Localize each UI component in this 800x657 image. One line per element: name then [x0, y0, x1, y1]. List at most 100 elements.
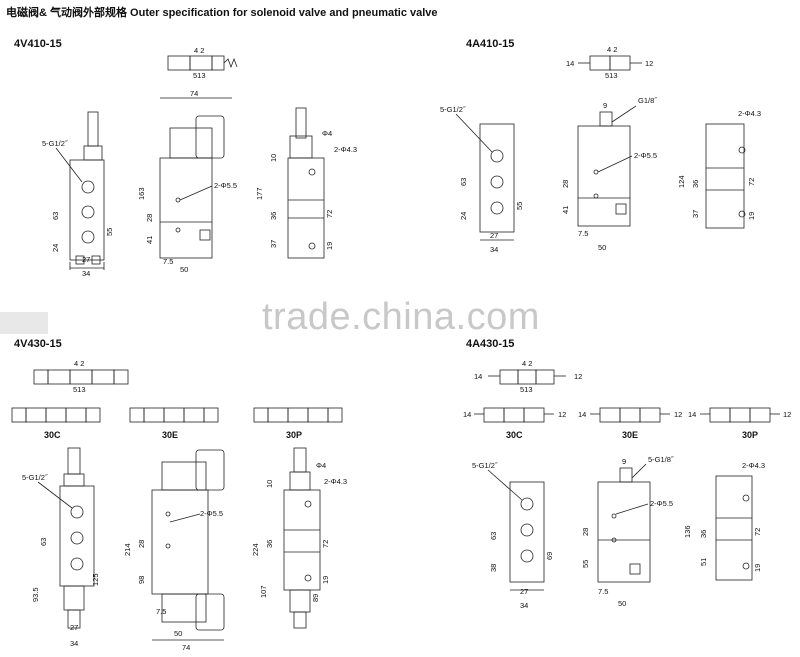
- front-view-4v410: 5-G1/2˝ 63 24 55 27 34: [42, 111, 114, 278]
- dim-38: 38: [489, 564, 498, 572]
- dim-28: 28: [145, 214, 154, 222]
- dim-72: 72: [753, 528, 762, 536]
- phi4-label: Φ4: [322, 129, 332, 138]
- hole-label: 2-Φ5.5: [200, 509, 223, 518]
- port-label: 5-G1/2˝: [472, 461, 498, 470]
- dim-63: 63: [489, 532, 498, 540]
- port-label: 5-G1/2˝: [42, 139, 68, 148]
- side-view-4v410: 74 163 28 41 2-Φ5.5 7.5 50: [137, 89, 237, 274]
- dim-27: 27: [70, 623, 78, 632]
- variant-30p: 30P: [286, 430, 302, 440]
- phi43-label: 2-Φ4.3: [334, 145, 357, 154]
- dim-28: 28: [137, 540, 146, 548]
- dim-63: 63: [39, 538, 48, 546]
- dim-89: 89: [311, 594, 320, 602]
- phi43-label: 2-Φ4.3: [742, 461, 765, 470]
- symbol-top-label: 4 2: [522, 359, 532, 368]
- watermark-bar-left: [0, 312, 48, 334]
- dim-37: 37: [269, 240, 278, 248]
- hole-label: 2-Φ5.5: [634, 151, 657, 160]
- dim-36: 36: [691, 180, 700, 188]
- dim-124: 124: [677, 175, 686, 188]
- side-view-4a410: 9 G1/8˝ 2-Φ5.5 28 41 7.5 50: [561, 96, 657, 252]
- front-view-4a430: 5-G1/2˝ 63 38 69 27 34: [472, 461, 554, 610]
- symbol-left-label: 14: [474, 372, 482, 381]
- dim-24: 24: [459, 212, 468, 220]
- front-view-4v430: 5-G1/2˝ 63 93.5 125 27 34: [22, 447, 100, 648]
- dim-36: 36: [269, 212, 278, 220]
- right-view-4v410: 177 Φ4 2-Φ4.3 10 36 72 37 19: [255, 107, 357, 259]
- right-view-4a410: 2-Φ4.3 124 36 72 37 19: [677, 109, 761, 229]
- model-label-4v430: 4V430-15: [14, 338, 62, 350]
- dim-74: 74: [182, 643, 190, 652]
- drawing-4v430: 5-G1/2˝ 63 93.5 125 27 34 2-Φ5.5 214 28 …: [22, 447, 347, 652]
- symbol-left-label: 14: [688, 410, 696, 419]
- dim-163: 163: [137, 187, 146, 200]
- phi4-label: Φ4: [316, 461, 326, 470]
- dim-72: 72: [747, 178, 756, 186]
- pilot-label: 5-G1/8˝: [648, 455, 674, 464]
- dim-50: 50: [598, 243, 606, 252]
- dim-63: 63: [51, 212, 60, 220]
- dim-74: 74: [190, 89, 198, 98]
- dim-7-5: 7.5: [156, 607, 166, 616]
- page-title: 电磁阀& 气动阀外部规格 Outer specification for sol…: [6, 7, 438, 19]
- dim-24: 24: [51, 244, 60, 252]
- dim-19: 19: [747, 212, 756, 220]
- dim-37: 37: [691, 210, 700, 218]
- dim-7-5: 7.5: [598, 587, 608, 596]
- phi43-label: 2-Φ4.3: [738, 109, 761, 118]
- dim-7-5: 7.5: [163, 257, 173, 266]
- dim-34: 34: [490, 245, 498, 254]
- dim-27: 27: [82, 255, 90, 264]
- dim-19: 19: [325, 242, 334, 250]
- symbol-right-label: 12: [558, 410, 566, 419]
- side-view-4a430: 9 5-G1/8˝ 2-Φ5.5 28 55 7.5 50: [581, 455, 674, 608]
- dim-10: 10: [269, 154, 278, 162]
- symbols-4v430: 4 2 513 30C 30E 30P: [11, 359, 343, 440]
- symbol-right-label: 12: [783, 410, 791, 419]
- dim-50: 50: [618, 599, 626, 608]
- dim-214: 214: [123, 543, 132, 556]
- dim-10: 10: [265, 480, 274, 488]
- dim-69: 69: [545, 552, 554, 560]
- dim-41: 41: [561, 206, 570, 214]
- symbol-top-label: 4 2: [607, 45, 617, 54]
- variant-30e: 30E: [162, 430, 178, 440]
- watermark: trade.china.com: [262, 296, 540, 338]
- symbol-left-label: 14: [578, 410, 586, 419]
- symbol-left-label: 14: [566, 59, 574, 68]
- variant-30e: 30E: [622, 430, 638, 440]
- dim-41: 41: [145, 236, 154, 244]
- drawing-4a430: 5-G1/2˝ 63 38 69 27 34 9 5-G1/8˝ 2-Φ5.5 …: [472, 455, 765, 610]
- right-view-4v430: Φ4 2-Φ4.3 10 224 36 72 107 89 19: [251, 447, 347, 629]
- symbol-right-label: 12: [674, 410, 682, 419]
- dim-9: 9: [603, 101, 607, 110]
- symbol-right-label: 12: [645, 59, 653, 68]
- dim-34: 34: [70, 639, 78, 648]
- variant-30c: 30C: [506, 430, 523, 440]
- drawing-4a410: 14 12 4 2 513 5-G1/2˝ 63 24 55 27 34 9 G…: [440, 45, 761, 254]
- phi43-label: 2-Φ4.3: [324, 477, 347, 486]
- symbol-top-label: 4 2: [194, 46, 204, 55]
- dim-63: 63: [459, 178, 468, 186]
- right-view-4a430: 2-Φ4.3 136 36 72 51 19: [683, 461, 765, 581]
- dim-36: 36: [265, 540, 274, 548]
- dim-72: 72: [325, 210, 334, 218]
- dim-19: 19: [753, 564, 762, 572]
- dim-34: 34: [82, 269, 90, 278]
- port-label: 5-G1/2˝: [440, 105, 466, 114]
- dim-9: 9: [622, 457, 626, 466]
- variant-30c: 30C: [44, 430, 61, 440]
- front-view-4a410: 5-G1/2˝ 63 24 55 27 34: [440, 105, 524, 254]
- dim-125: 125: [91, 573, 100, 586]
- symbol-bottom-label: 513: [73, 385, 86, 394]
- dim-224: 224: [251, 543, 260, 556]
- port-label: 5-G1/2˝: [22, 473, 48, 482]
- dim-28: 28: [581, 528, 590, 536]
- dim-136: 136: [683, 525, 692, 538]
- dim-7-5: 7.5: [578, 229, 588, 238]
- dim-36: 36: [699, 530, 708, 538]
- symbol-bottom-label: 513: [193, 71, 206, 80]
